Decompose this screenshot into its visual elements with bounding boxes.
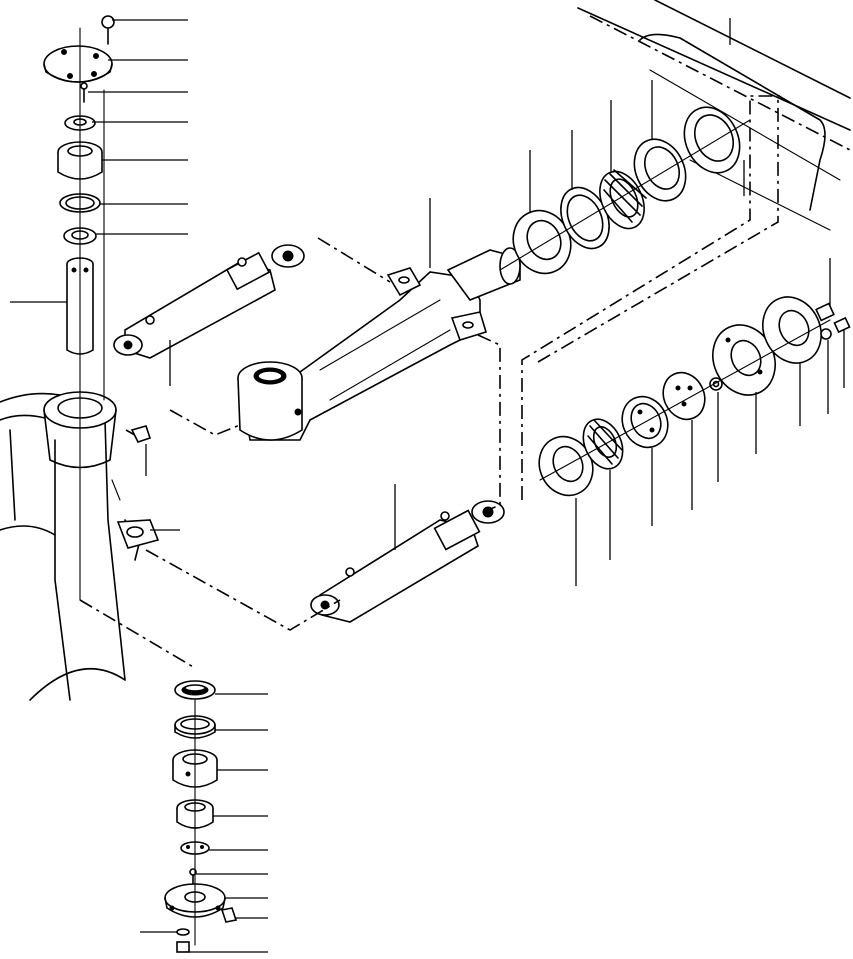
cap-bolt: [101, 15, 115, 45]
bolt-cap: [815, 302, 851, 334]
cover: [762, 296, 822, 364]
bearing-cup: [633, 138, 687, 202]
nut: [709, 377, 723, 391]
grease-fitting: [130, 425, 152, 476]
lower-washer: [176, 928, 190, 936]
king-pin-column: [43, 15, 115, 601]
cap-screw: [80, 82, 88, 103]
inner-row-leaders: [575, 258, 845, 586]
lock-washer: [820, 328, 832, 340]
lower-column-leaders: [140, 693, 268, 953]
inner-row: [538, 296, 851, 497]
outer-seal: [512, 209, 572, 275]
lower-cylinder: [310, 500, 505, 623]
cone-bearing: [599, 169, 647, 230]
hub-row: [499, 106, 751, 275]
king-pin-leaders: [10, 19, 188, 303]
upper-cap: [43, 45, 113, 83]
grease-nipple: [220, 907, 238, 923]
hub-housing: [683, 106, 741, 174]
upper-cylinder: [113, 244, 305, 359]
retainer: [662, 371, 706, 421]
steering-arm: [237, 247, 521, 441]
lower-bolt: [176, 941, 190, 953]
assembly-lines: [79, 95, 780, 669]
hub-row-leaders: [529, 18, 745, 212]
axle-housing-outline: [0, 392, 141, 701]
dust-seal: [174, 680, 216, 700]
lower-ear: [116, 519, 160, 549]
flange-plate: [712, 324, 776, 396]
